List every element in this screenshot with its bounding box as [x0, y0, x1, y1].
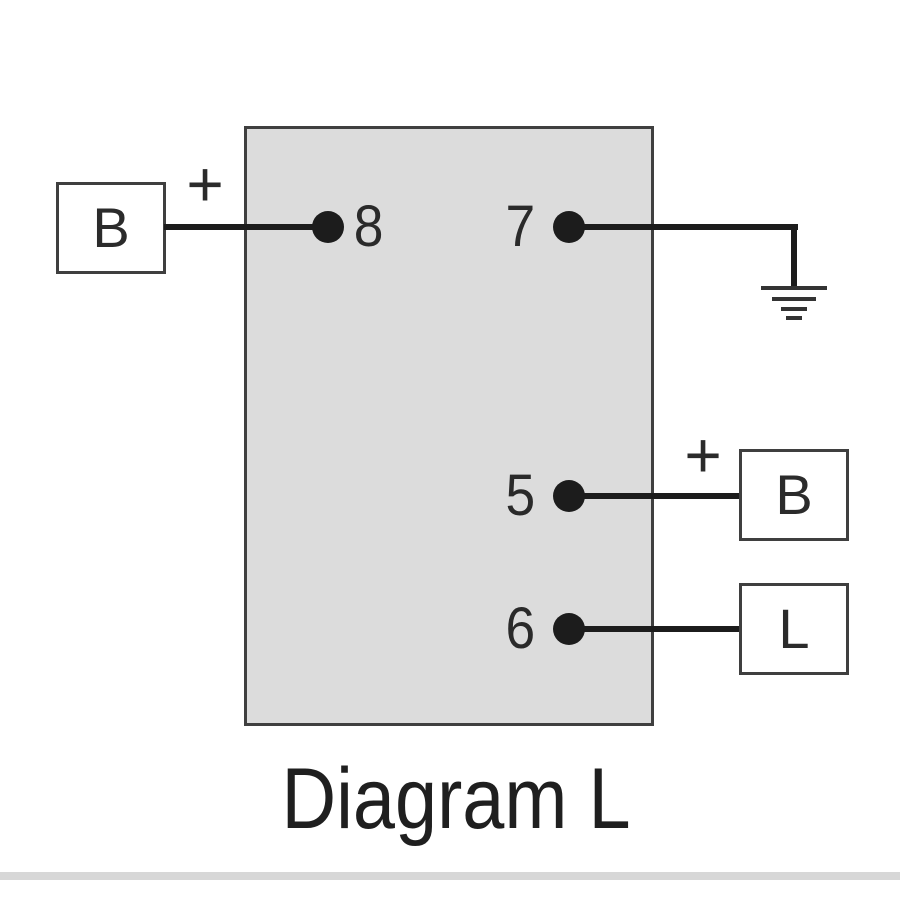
terminal-8-label: 8: [353, 194, 384, 259]
wire-terminal-7-vertical: [791, 224, 797, 289]
wire-battery-to-terminal-8: [164, 224, 329, 230]
terminal-6-label: 6: [505, 596, 536, 661]
load-box-right-label: L: [778, 597, 810, 660]
earth-ground-icon: [759, 284, 829, 324]
battery-box-top-left: B: [56, 182, 166, 274]
plus-polarity-icon-right: +: [684, 419, 722, 491]
wire-terminal-6-to-load: [569, 626, 739, 632]
bottom-divider-rule: [0, 872, 900, 880]
wire-terminal-5-to-battery: [569, 493, 739, 499]
diagram-caption: Diagram L: [281, 751, 631, 847]
terminal-7-label: 7: [505, 194, 536, 259]
wire-terminal-7-horizontal: [569, 224, 798, 230]
terminal-8-dot: [312, 211, 344, 243]
battery-box-top-left-label: B: [92, 196, 130, 259]
load-box-right: L: [739, 583, 849, 675]
plus-polarity-icon-top: +: [186, 148, 224, 220]
battery-box-right-label: B: [775, 463, 813, 526]
terminal-5-label: 5: [505, 463, 536, 528]
switch-body-panel: [244, 126, 654, 726]
battery-box-right: B: [739, 449, 849, 541]
